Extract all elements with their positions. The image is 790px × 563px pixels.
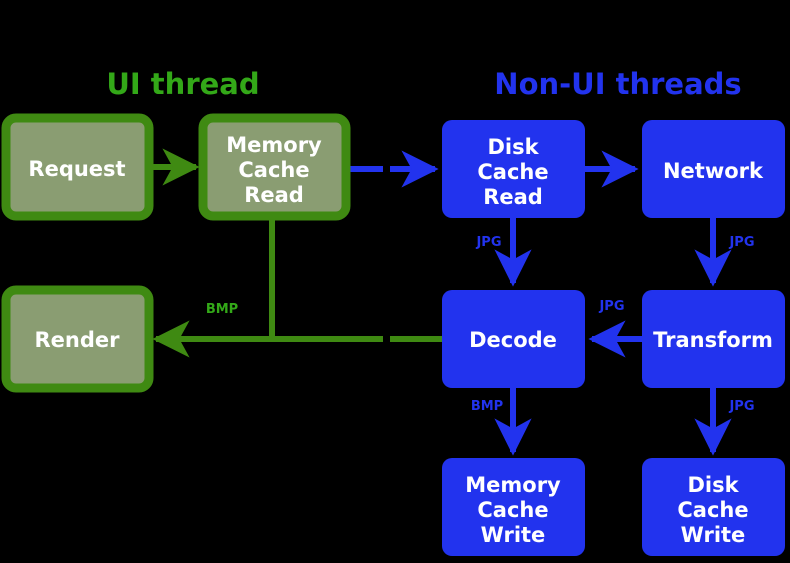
edge-label-transform-decode: JPG [598,299,624,314]
edge-label-decode-render: BMP [206,302,238,317]
node-render[interactable]: Render [1,285,154,393]
node-shape[interactable] [1,113,154,221]
node-shape[interactable] [442,458,585,556]
node-transform[interactable]: Transform [642,290,785,388]
node-label-line-2: Cache [477,160,548,184]
lane-title-ui-thread: UI thread [106,67,259,101]
edge-disk-cache-read-to-decode: JPG [475,218,532,287]
edge-label-disk-read-decode: JPG [475,235,501,250]
node-label-line-3: Read [244,183,304,207]
node-label-line-1: Memory [465,473,561,497]
edge-label-decode-memory-write: BMP [471,399,503,414]
node-shape[interactable] [1,285,154,393]
node-shape[interactable] [642,120,785,218]
edge-label-network-transform: JPG [728,235,754,250]
edge-decode-to-render: BMP [152,302,442,358]
node-disk-cache-write[interactable]: Disk Cache Write [642,458,785,556]
node-shape[interactable] [442,120,585,218]
node-label-line-1: Render [35,328,121,352]
node-label-line-1: Network [663,159,764,183]
node-label-line-2: Cache [677,498,748,522]
node-label-line-2: Cache [477,498,548,522]
node-label-line-1: Disk [487,135,539,159]
node-label-line-3: Write [481,523,546,547]
node-disk-cache-read[interactable]: Disk Cache Read [442,120,585,218]
node-label-line-3: Write [681,523,746,547]
edge-layer: JPG JPG JPG JPG BMP [149,148,755,456]
lane-title-non-ui-threads: Non-UI threads [494,67,741,101]
node-label-line-3: Read [483,185,543,209]
edge-network-to-transform: JPG [694,218,755,287]
edge-transform-to-disk-cache-write: JPG [694,388,755,456]
edge-transform-to-decode: JPG [588,299,642,358]
node-label-line-1: Request [28,157,125,181]
edge-label-transform-disk-write: JPG [728,399,754,414]
node-label-line-1: Memory [226,133,322,157]
node-shape[interactable] [642,458,785,556]
node-label-line-1: Disk [687,473,739,497]
node-shape[interactable] [198,113,351,221]
node-label-line-1: Transform [653,328,773,352]
node-shape[interactable] [642,290,785,388]
node-layer: Request Memory Cache Read Disk Cache Rea… [1,113,785,556]
edge-decode-to-memory-cache-write: BMP [471,388,532,456]
node-memory-cache-read[interactable]: Memory Cache Read [198,113,351,221]
node-label-line-2: Cache [238,158,309,182]
node-shape[interactable] [442,290,585,388]
node-decode[interactable]: Decode [442,290,585,388]
node-label-line-1: Decode [469,328,557,352]
node-memory-cache-write[interactable]: Memory Cache Write [442,458,585,556]
node-request[interactable]: Request [1,113,154,221]
node-network[interactable]: Network [642,120,785,218]
